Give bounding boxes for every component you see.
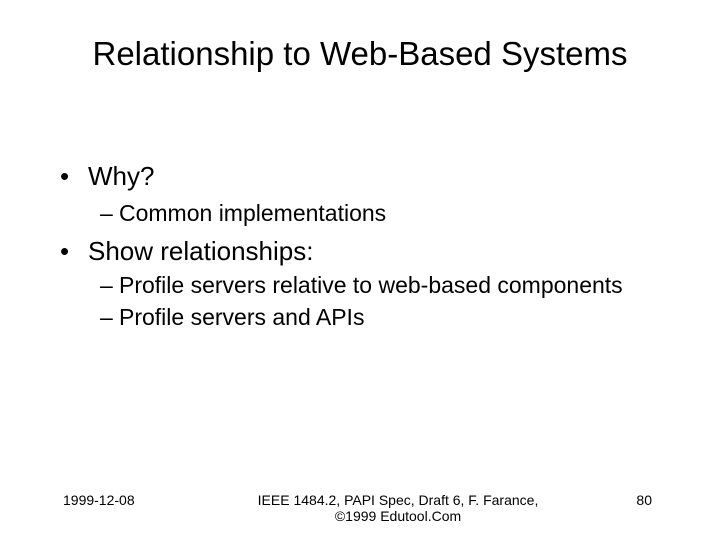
- bullet-text: Why?: [88, 161, 155, 191]
- footer-citation-line2: ©1999 Edutool.Com: [334, 508, 462, 524]
- subbullet-item-profile-servers-web: –Profile servers relative to web-based c…: [100, 272, 623, 300]
- footer-page-number: 80: [636, 492, 652, 508]
- bullet-dot-icon: •: [60, 236, 70, 266]
- subbullet-text: Profile servers relative to web-based co…: [119, 272, 623, 298]
- subbullet-text: Profile servers and APIs: [119, 304, 365, 330]
- subbullet-item-common-implementations: –Common implementations: [100, 200, 386, 228]
- bullet-item-show-relationships: • Show relationships:: [60, 236, 313, 267]
- footer-citation-line1: IEEE 1484.2, PAPI Spec, Draft 6, F. Fara…: [257, 492, 539, 508]
- footer-citation: IEEE 1484.2, PAPI Spec, Draft 6, F. Fara…: [258, 492, 539, 524]
- slide-title: Relationship to Web-Based Systems: [92, 35, 628, 72]
- dash-bullet-icon: –: [100, 200, 113, 226]
- bullet-text: Show relationships:: [88, 236, 314, 266]
- bullet-item-why: • Why?: [60, 161, 154, 192]
- footer-date: 1999-12-08: [63, 492, 135, 508]
- dash-bullet-icon: –: [100, 304, 113, 330]
- subbullet-item-profile-servers-apis: –Profile servers and APIs: [100, 304, 364, 332]
- subbullet-text: Common implementations: [119, 200, 387, 226]
- dash-bullet-icon: –: [100, 272, 113, 298]
- bullet-dot-icon: •: [60, 161, 70, 191]
